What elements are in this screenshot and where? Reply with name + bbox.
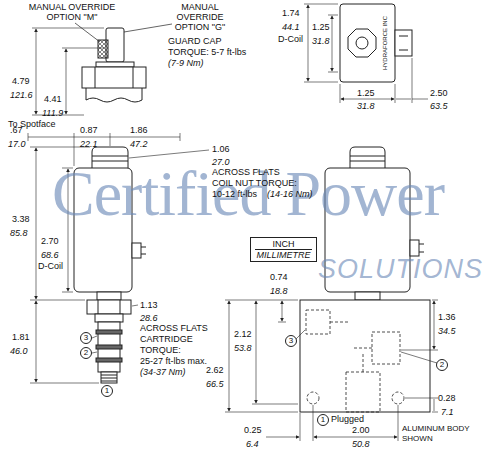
dimension-label: 31.8 (312, 36, 330, 46)
note-label: TORQUE: (140, 345, 181, 355)
dimension-label: 0.28 (438, 393, 456, 403)
dimension-label: 0.74 (270, 272, 288, 282)
dimension-label: 85.8 (10, 228, 28, 238)
note-label: (14-16 Nm) (267, 189, 313, 199)
dimension-label: 47.2 (130, 139, 148, 149)
dimension-label: 1.36 (438, 312, 456, 322)
dimension-label: 22.1 (80, 139, 98, 149)
callout-number: 1 (318, 415, 328, 425)
note-label: D-Coil (278, 34, 303, 44)
note-label: (7-9 Nm) (168, 58, 204, 68)
dimension-label: 0.87 (80, 125, 98, 135)
dimension-label: 1.06 (212, 144, 230, 154)
note-label: MANUAL OVERRIDE OPTION "M" (22, 2, 122, 22)
dimension-label: 1.25 (312, 22, 330, 32)
dimension-label: 44.1 (282, 22, 300, 32)
dimension-label: 28.6 (140, 313, 158, 323)
dimension-label: 46.0 (10, 346, 28, 356)
callout-number: 1 (102, 386, 112, 396)
dimension-label: 2.70 (41, 236, 59, 246)
dimension-label: 2.12 (234, 329, 252, 339)
dimension-label: 18.8 (270, 286, 288, 296)
dimension-label: 4.41 (44, 94, 62, 104)
dimension-label: 0.25 (244, 425, 262, 435)
units-key-box: INCHMILLIMETRE (250, 237, 317, 262)
dimension-label: 53.8 (234, 343, 252, 353)
note-label: (34-37 Nm) (140, 367, 186, 377)
note-label: 25-27 ft-lbs max. (140, 356, 207, 366)
callout-number: 2 (81, 348, 91, 358)
note-label: 10-12 ft-lbs (212, 189, 257, 199)
note-label: ACROSS FLATS (140, 323, 208, 333)
dimension-label: .67 (10, 125, 23, 135)
dimension-label: 2.62 (206, 365, 224, 375)
units-text: INCH (255, 239, 312, 249)
note-label: ALUMINUM BODY SHOWN (402, 424, 472, 444)
dimension-label: 17.0 (8, 139, 26, 149)
note-label: MANUAL OVERRIDE OPTION "G" (160, 2, 240, 32)
dimension-label: 68.6 (41, 250, 59, 260)
dimension-label: 6.4 (246, 439, 259, 449)
note-label: CARTRIDGE (140, 334, 193, 344)
dimension-label: 4.79 (12, 76, 30, 86)
dimension-label: 34.5 (438, 326, 456, 336)
dimension-label: 1.81 (12, 332, 30, 342)
note-label: TORQUE: 5-7 ft-lbs (168, 47, 246, 57)
dimension-label: 1.13 (140, 300, 158, 310)
dimension-label: 31.8 (357, 101, 375, 111)
note-label: COIL NUT TORQUE: (212, 178, 297, 188)
coil-marking: HYDRAFORCE INC (382, 16, 389, 70)
dimension-label: 1.25 (357, 88, 375, 98)
dimension-label: 66.5 (206, 379, 224, 389)
dimension-label: 7.1 (441, 407, 454, 417)
dimension-label: 27.0 (212, 157, 230, 167)
dimension-label: 63.5 (430, 101, 448, 111)
units-text: MILLIMETRE (255, 249, 312, 260)
note-label: Plugged (331, 414, 364, 424)
note-label: GUARD CAP (168, 36, 222, 46)
dimension-label: 50.8 (352, 439, 370, 449)
callout-number: 3 (286, 336, 296, 346)
dimension-label: 1.74 (282, 8, 300, 18)
note-label: ACROSS FLATS (212, 167, 280, 177)
dimension-label: 111.9 (42, 108, 63, 118)
dimension-label: 3.38 (12, 214, 30, 224)
callout-number: 2 (437, 360, 447, 370)
dimension-label: 2.00 (352, 425, 370, 435)
dimension-label: 2.50 (430, 88, 448, 98)
dimension-label: 121.6 (10, 90, 33, 100)
watermark: SOLUTIONS (318, 256, 483, 283)
callout-number: 3 (81, 333, 91, 343)
dimension-label: 1.86 (130, 125, 148, 135)
note-label: D-Coil (38, 261, 63, 271)
